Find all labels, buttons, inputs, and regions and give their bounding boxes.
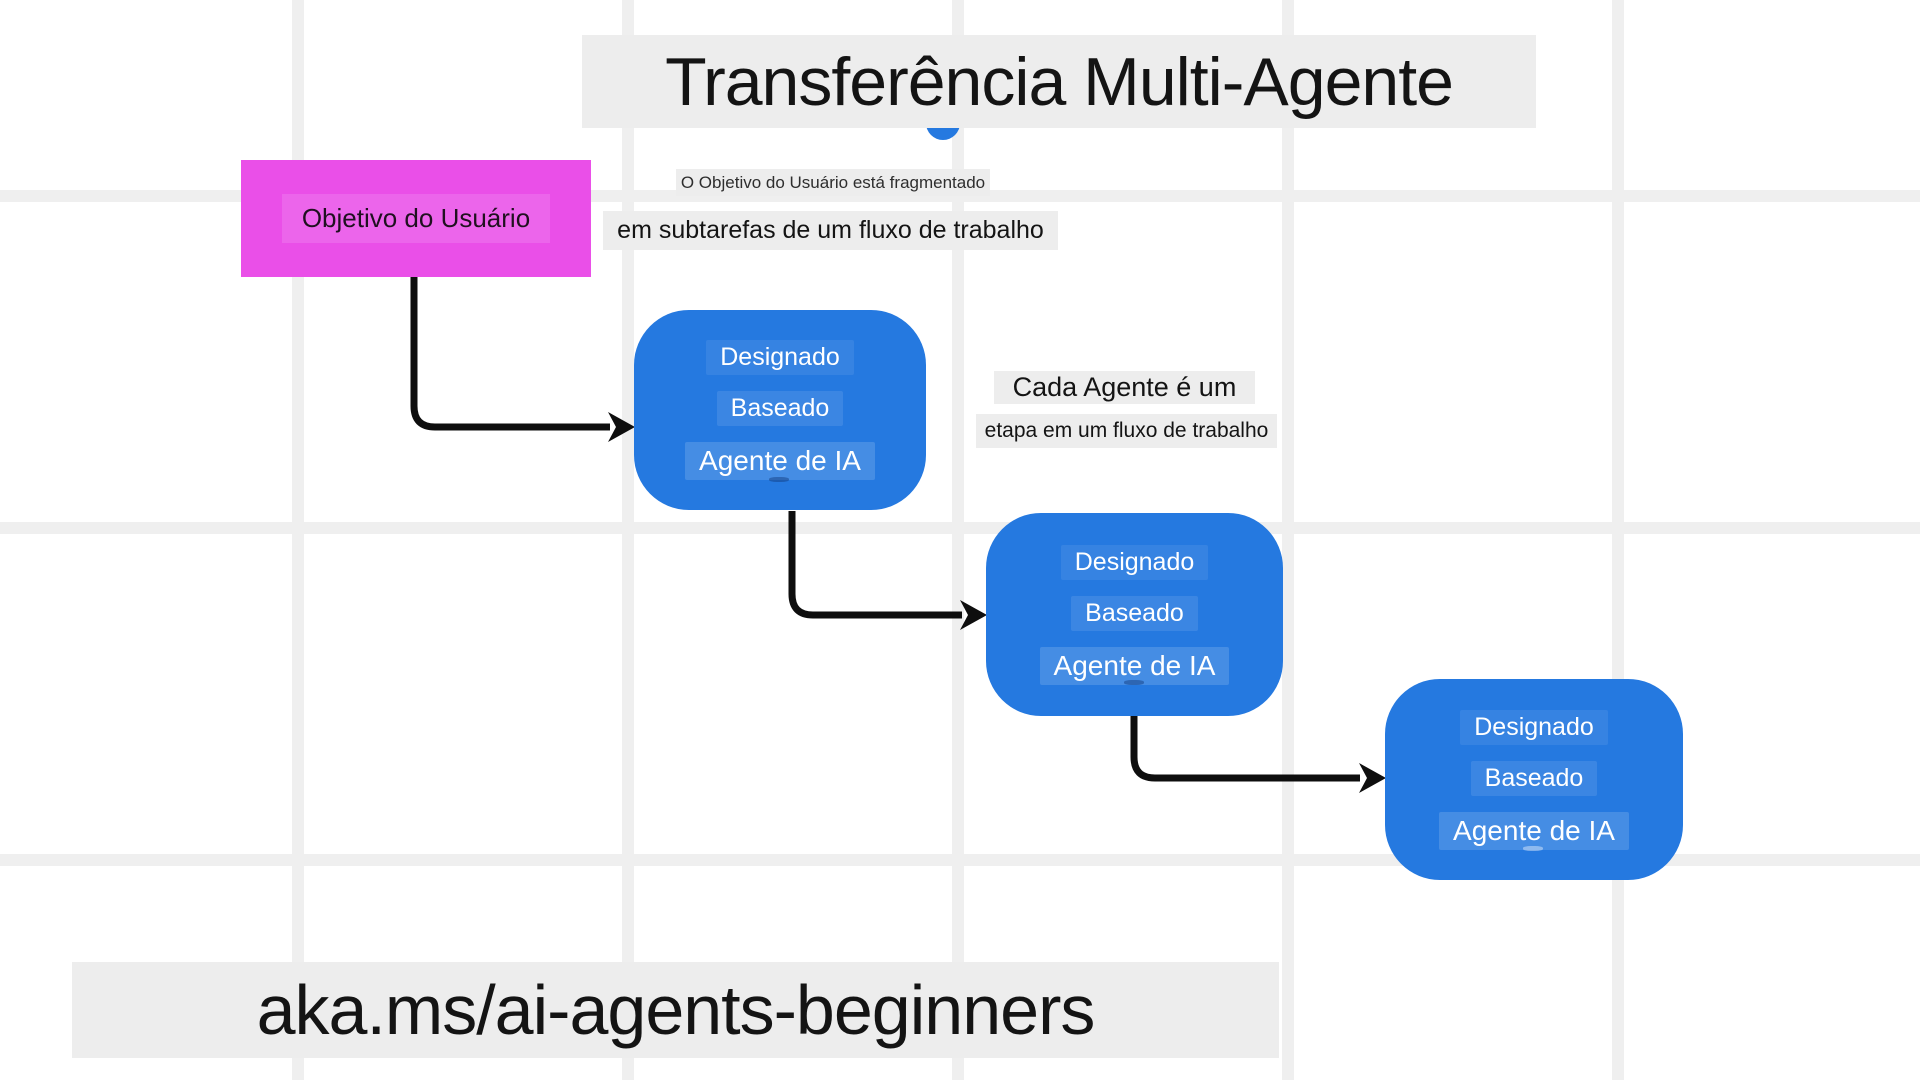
agent-node-3[interactable]: Designado Baseado Agente de IA xyxy=(1385,679,1683,880)
agent-2-label-baseado: Baseado xyxy=(1071,595,1198,631)
agent-1-label-baseado: Baseado xyxy=(716,391,844,426)
agent-1-label-agente-de-ia: Agente de IA xyxy=(685,442,875,480)
arrow-agent-2-to-agent-3[interactable] xyxy=(1130,716,1386,793)
user-goal-label: Objetivo do Usuário xyxy=(281,194,551,243)
agent-node-1[interactable]: Designado Baseado Agente de IA xyxy=(634,310,926,510)
goal-note-line1: O Objetivo do Usuário está fragmentado xyxy=(676,169,990,196)
agent-3-label-baseado: Baseado xyxy=(1470,760,1598,796)
agent-2-label-agente-de-ia: Agente de IA xyxy=(1039,646,1230,685)
arrow-goal-to-agent-1[interactable] xyxy=(410,277,635,442)
agent-3-label-agente-de-ia: Agente de IA xyxy=(1439,811,1629,850)
agent-note-line1: Cada Agente é um xyxy=(994,371,1255,404)
agent-node-2[interactable]: Designado Baseado Agente de IA xyxy=(986,513,1283,716)
diagram-title: Transferência Multi-Agente xyxy=(582,35,1536,128)
text-artifact xyxy=(1123,680,1144,685)
agent-note-line2: etapa em um fluxo de trabalho xyxy=(976,414,1277,448)
agent-1-label-designado: Designado xyxy=(706,340,854,375)
footer-url: aka.ms/ai-agents-beginners xyxy=(72,962,1279,1058)
agent-2-label-designado: Designado xyxy=(1060,544,1209,580)
text-artifact xyxy=(1523,846,1543,851)
arrow-agent-1-to-agent-2[interactable] xyxy=(788,511,987,630)
text-artifact xyxy=(769,477,789,482)
goal-note-line2: em subtarefas de um fluxo de trabalho xyxy=(603,211,1058,250)
agent-3-label-designado: Designado xyxy=(1460,709,1608,745)
user-goal-node[interactable]: Objetivo do Usuário xyxy=(241,160,591,277)
